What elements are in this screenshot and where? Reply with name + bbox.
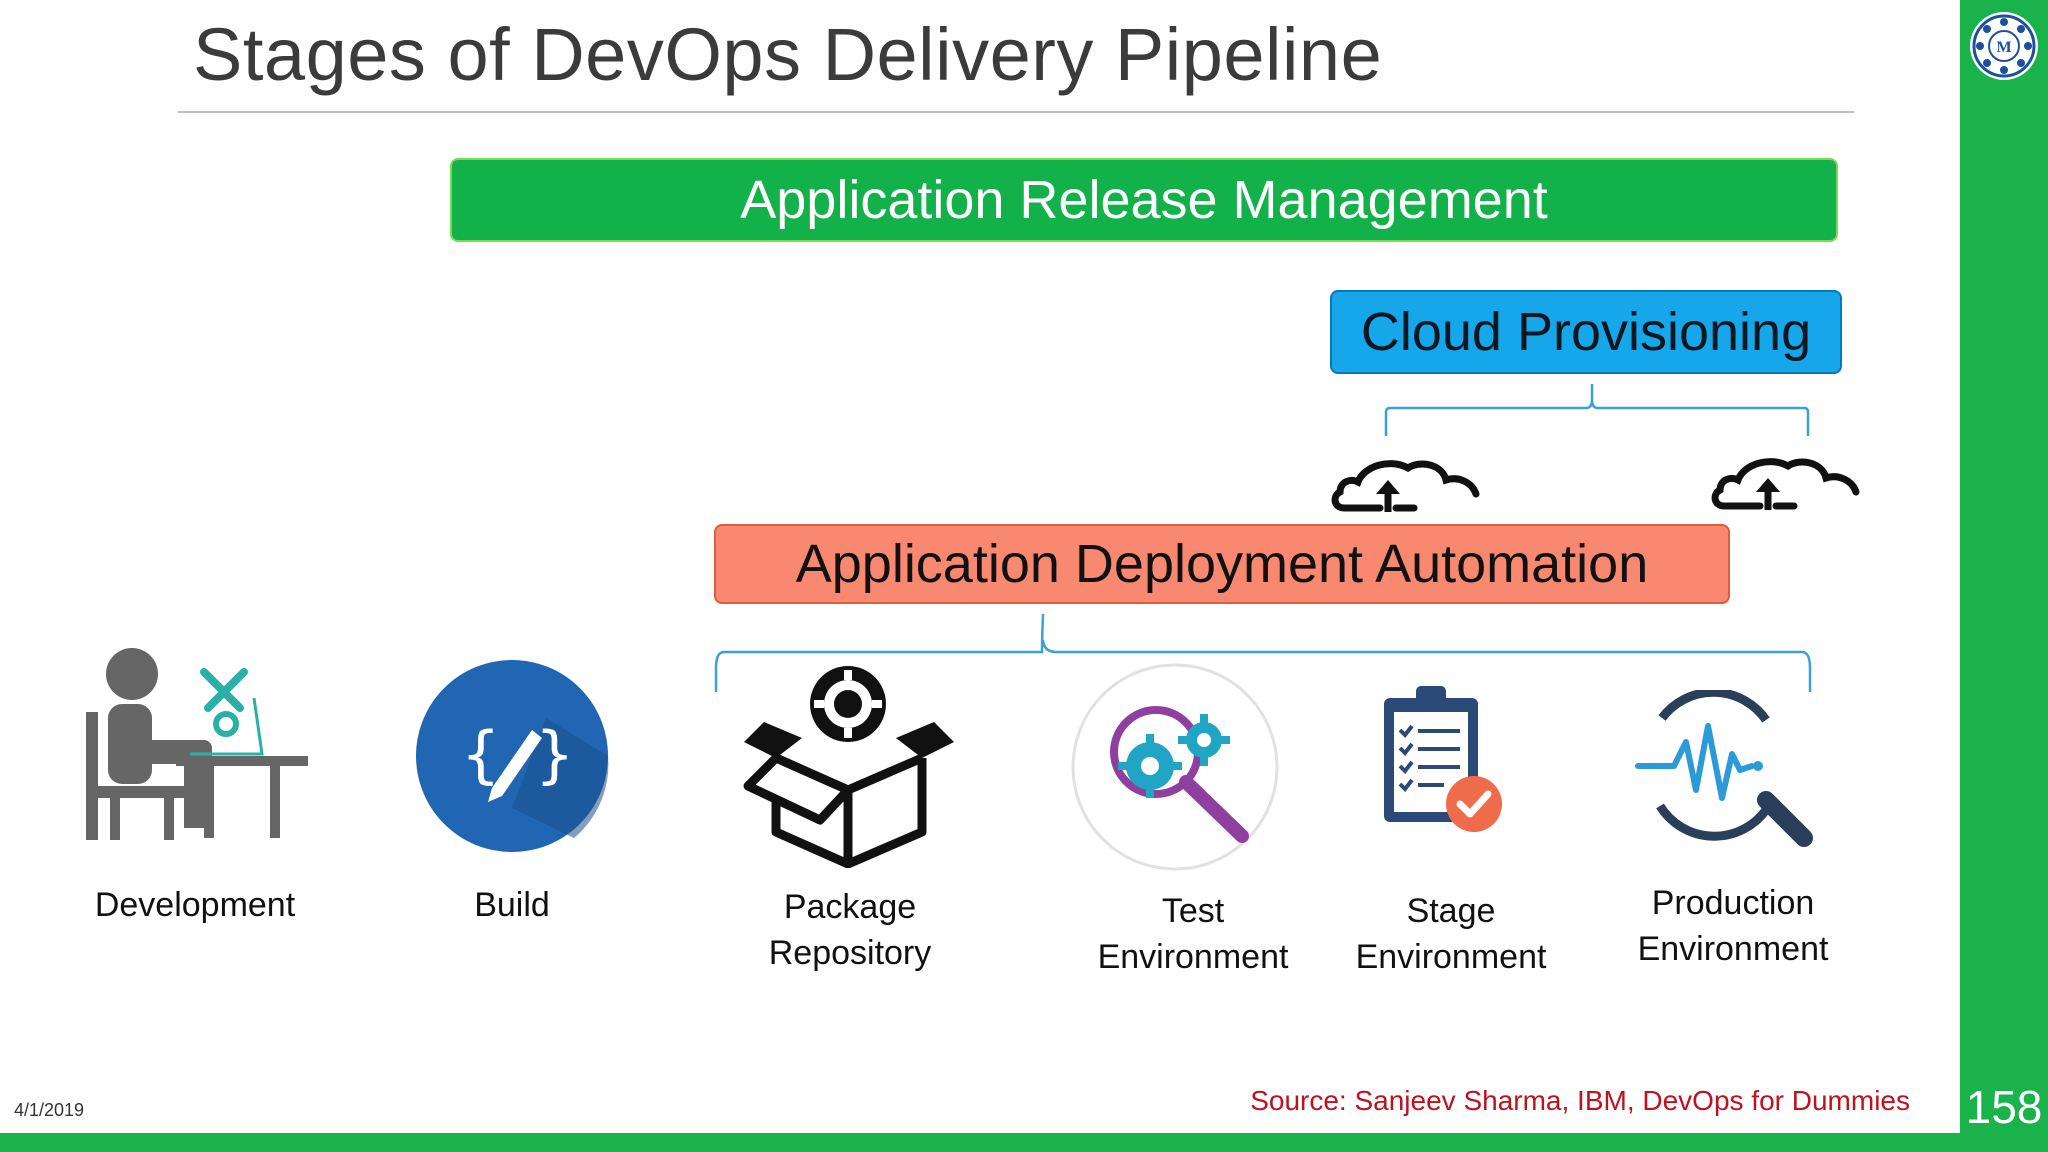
developer-at-laptop-icon: [86, 648, 308, 840]
monitoring-magnifier-icon: [1635, 690, 1813, 847]
stage-label-line1: Package: [783, 888, 917, 926]
release-management-box: Application Release Management: [450, 158, 1838, 242]
deployment-automation-bracket: [714, 613, 1812, 692]
stage-label-line1: Build: [474, 886, 550, 924]
logo-letter: M: [1996, 39, 2011, 56]
stage-production-environment: Production Environment: [1600, 880, 1866, 972]
cloud-upload-icon: [1331, 460, 1480, 512]
cloud-provisioning-bracket: [1384, 384, 1810, 436]
stage-development: Development: [60, 882, 330, 928]
magnifier-gears-icon: [1071, 663, 1279, 871]
code-edit-icon: { }: [416, 660, 609, 852]
checklist-clipboard-icon: [1384, 686, 1502, 832]
cloud-upload-icon: [1711, 458, 1860, 510]
source-citation: Source: Sanjeev Sharma, IBM, DevOps for …: [1250, 1085, 1910, 1116]
cloud-provisioning-label: Cloud Provisioning: [1360, 302, 1812, 362]
institution-logo: M: [1970, 12, 2038, 80]
stage-label-line2: Repository: [768, 934, 932, 972]
right-accent-bar: [1960, 0, 2048, 1152]
slide-date: 4/1/2019: [14, 1100, 85, 1120]
stage-label-line2: Environment: [1355, 938, 1547, 976]
svg-text:}: }: [536, 718, 573, 791]
stage-label-line2: Environment: [1097, 938, 1289, 976]
deployment-automation-box: Application Deployment Automation: [714, 524, 1730, 604]
stage-label-line1: Test: [1161, 892, 1225, 930]
logo-seal-icon: M: [1972, 14, 2036, 78]
cloud-provisioning-box: Cloud Provisioning: [1330, 290, 1842, 374]
deployment-automation-label: Application Deployment Automation: [795, 534, 1649, 594]
title-divider: [178, 111, 1854, 113]
stage-label-line2: Environment: [1637, 930, 1829, 968]
stage-stage-environment: Stage Environment: [1318, 888, 1584, 980]
page-number: 158: [1965, 1081, 2043, 1133]
package-box-gear-icon: [743, 666, 954, 868]
stage-label-line1: Production: [1651, 884, 1815, 922]
bottom-accent-bar: [0, 1133, 2048, 1152]
svg-text:{: {: [462, 718, 499, 791]
stage-label-line1: Development: [94, 886, 296, 924]
release-management-label: Application Release Management: [740, 170, 1548, 230]
stage-test-environment: Test Environment: [1060, 888, 1326, 980]
stage-package-repository: Package Repository: [720, 884, 980, 976]
stage-build: Build: [400, 882, 624, 928]
stage-label-line1: Stage: [1406, 892, 1496, 930]
slide-title: Stages of DevOps Delivery Pipeline: [193, 13, 1383, 96]
